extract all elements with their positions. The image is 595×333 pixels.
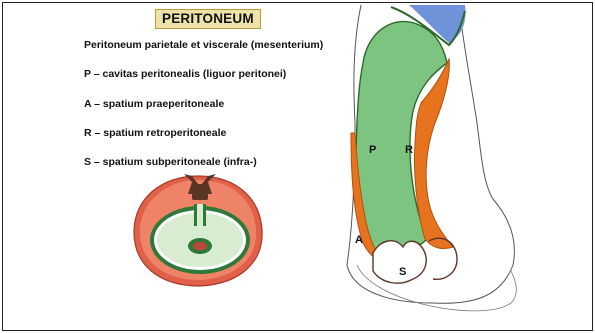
mesentery <box>194 204 206 226</box>
label-r: R <box>405 144 413 156</box>
intestine <box>188 238 212 254</box>
page-title: PERITONEUM <box>155 9 261 29</box>
cross-section-diagram <box>128 168 268 288</box>
text-praeperitoneale: A – spatium praeperitoneale <box>84 98 224 110</box>
label-a: A <box>355 234 363 246</box>
text-cavitas: P – cavitas peritonealis (liguor periton… <box>84 68 286 80</box>
sagittal-diagram: P R A S <box>333 3 533 330</box>
text-retroperitoneale: R – spatium retroperitoneale <box>84 127 226 139</box>
text-subperitoneale: S – spatium subperitoneale (infra-) <box>84 156 257 168</box>
label-p: P <box>369 144 376 156</box>
label-s: S <box>399 266 406 278</box>
text-peritoneum: Peritoneum parietale et viscerale (mesen… <box>84 39 323 51</box>
